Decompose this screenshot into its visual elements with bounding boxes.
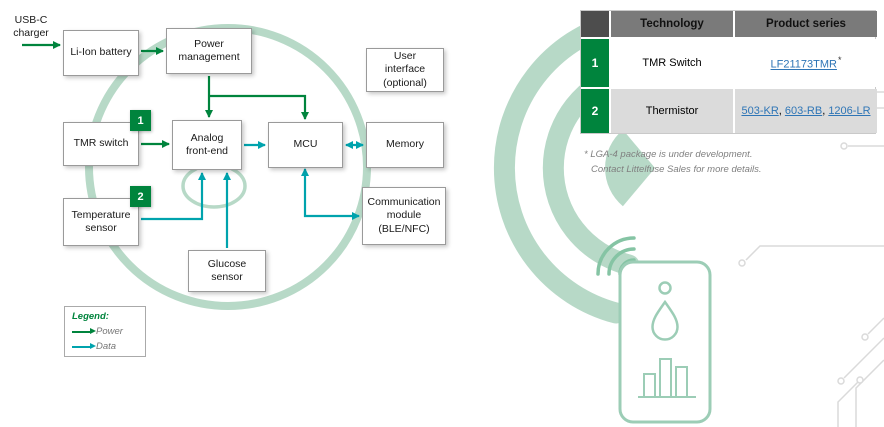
block-power-management: Power management [166, 28, 252, 74]
block-label: TMR switch [73, 137, 129, 150]
product-link-1206-lr[interactable]: 1206-LR [828, 105, 871, 117]
block-label: Temperature sensor [71, 208, 131, 234]
water-drop-icon [651, 299, 679, 341]
block-label: User interface (optional) [383, 50, 427, 89]
product-link-lf21173tmr[interactable]: LF21173TMR [770, 58, 837, 71]
footnote-line-1: * LGA-4 package is under development. [584, 149, 753, 160]
block-label: Power management [178, 37, 240, 63]
product-link-503-kr[interactable]: 503-KR [741, 105, 779, 117]
data-arrow-temp-to-afe [141, 172, 206, 221]
footnote-marker: * [837, 55, 842, 66]
bar-chart-icon [638, 358, 696, 398]
badge-temp-2: 2 [130, 186, 151, 207]
usb-c-charger-label: USB-C charger [13, 14, 49, 40]
smartphone-icon [618, 260, 712, 424]
circuit-traces-decoration [738, 88, 884, 427]
block-temperature-sensor: Temperature sensor [63, 198, 139, 246]
link-separator: , [778, 105, 785, 117]
block-memory: Memory [366, 122, 444, 168]
block-analog-front-end: Analog front-end [172, 120, 242, 170]
table-header-technology: Technology [611, 11, 733, 37]
block-user-interface: User interface (optional) [366, 48, 444, 92]
table-row1-technology: TMR Switch [611, 39, 733, 87]
table-row2-products: 503-KR, 603-RB, 1206-LR [735, 89, 877, 133]
block-mcu: MCU [268, 122, 343, 168]
power-arrow-icon [72, 327, 96, 334]
block-communication-module: Communication module (BLE/NFC) [362, 187, 446, 245]
table-corner-cell [581, 11, 609, 37]
table-header-product-series: Product series [735, 11, 877, 37]
product-link-603-rb[interactable]: 603-RB [784, 105, 823, 117]
legend-data-row: Data [72, 341, 138, 352]
data-arrow-mcu-comm [301, 168, 360, 220]
block-tmr-switch: TMR switch [63, 122, 139, 166]
table-footnote: * LGA-4 package is under development. Co… [584, 148, 762, 177]
block-label: Memory [386, 138, 424, 151]
legend-power-label: Power [96, 326, 123, 337]
legend-data-label: Data [96, 341, 117, 352]
power-arrow-power-to-mcu [209, 94, 309, 120]
sensor-input-ellipse [181, 163, 247, 209]
legend-box: Legend: Power Data [64, 306, 146, 357]
link-separator: , [822, 105, 829, 117]
data-arrow-icon [72, 342, 96, 349]
block-label: Glucose sensor [207, 257, 247, 283]
footnote-line-2: Contact Littelfuse Sales for more detail… [591, 163, 762, 175]
table-row1-number: 1 [581, 39, 609, 87]
block-li-ion-battery: Li-Ion battery [63, 30, 139, 76]
legend-title: Legend: [72, 311, 109, 322]
badge-tmr-1: 1 [130, 110, 151, 131]
block-label: Communication module (BLE/NFC) [367, 196, 441, 235]
block-glucose-sensor: Glucose sensor [188, 250, 266, 292]
table-row1-products: LF21173TMR* [735, 39, 877, 87]
block-label: MCU [293, 138, 318, 151]
block-label: Analog front-end [185, 131, 229, 157]
product-table: Technology Product series 1 TMR Switch L… [580, 10, 877, 134]
legend-power-row: Power [72, 326, 138, 337]
table-row2-number: 2 [581, 89, 609, 133]
table-row2-technology: Thermistor [611, 89, 733, 133]
block-label: Li-Ion battery [70, 46, 132, 59]
phone-camera-icon [658, 281, 672, 295]
